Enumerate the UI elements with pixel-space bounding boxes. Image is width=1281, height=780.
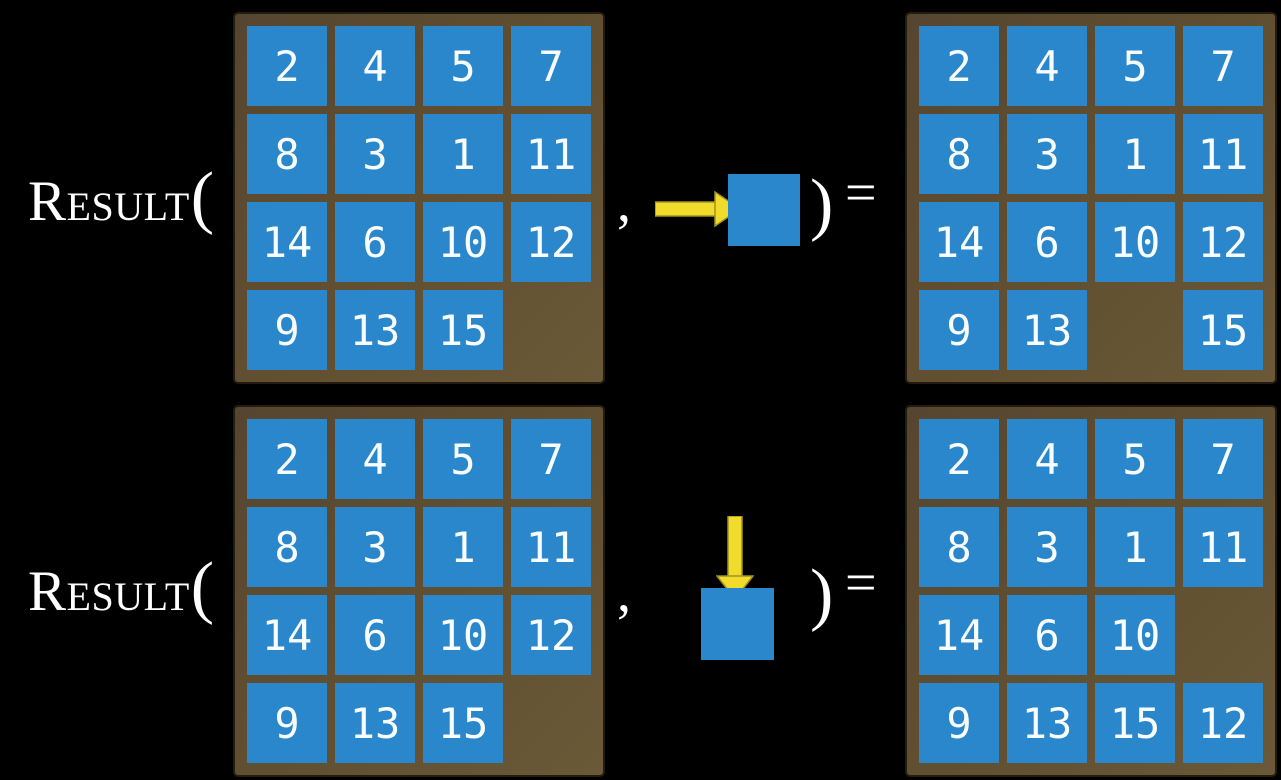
open-paren: (	[190, 549, 215, 626]
puzzle-tile: 7	[511, 419, 591, 499]
puzzle-tile: 10	[1095, 202, 1175, 282]
puzzle-tile: 4	[1007, 419, 1087, 499]
blank-tile-icon	[728, 174, 800, 246]
puzzle-tile: 2	[919, 419, 999, 499]
equals-sign: =	[845, 162, 877, 224]
puzzle-tile: 4	[335, 26, 415, 106]
puzzle-tile: 3	[335, 114, 415, 194]
puzzle-tile: 14	[247, 595, 327, 675]
arrow-right-icon	[655, 190, 740, 228]
puzzle-tile: 5	[1095, 26, 1175, 106]
puzzle-tile: 4	[335, 419, 415, 499]
function-label-example-2: Result(	[28, 548, 214, 628]
puzzle-tile: 8	[919, 507, 999, 587]
comma: ,	[617, 172, 631, 234]
puzzle-tile: 13	[1007, 290, 1087, 370]
puzzle-tile: 12	[511, 202, 591, 282]
puzzle-tile: 8	[919, 114, 999, 194]
puzzle-tile: 1	[1095, 114, 1175, 194]
puzzle-tile: 14	[247, 202, 327, 282]
puzzle-tile: 6	[1007, 202, 1087, 282]
puzzle-tile: 8	[247, 507, 327, 587]
puzzle-tile: 3	[1007, 507, 1087, 587]
puzzle-tile: 5	[423, 26, 503, 106]
puzzle-tile: 2	[247, 419, 327, 499]
close-paren: )	[810, 556, 834, 633]
function-name: Result	[28, 560, 190, 623]
puzzle-tile: 2	[247, 26, 327, 106]
puzzle-tile: 11	[511, 114, 591, 194]
puzzle-tile: 15	[1095, 683, 1175, 763]
function-name: Result	[28, 170, 190, 233]
puzzle-tile: 1	[423, 114, 503, 194]
puzzle-tile: 11	[511, 507, 591, 587]
puzzle-tile: 14	[919, 595, 999, 675]
puzzle-tile: 7	[1183, 419, 1263, 499]
empty-cell	[511, 290, 591, 370]
puzzle-tile: 7	[1183, 26, 1263, 106]
puzzle-tile: 6	[335, 595, 415, 675]
puzzle-tile: 2	[919, 26, 999, 106]
puzzle-tile: 3	[1007, 114, 1087, 194]
puzzle-tile: 11	[1183, 114, 1263, 194]
blank-tile-icon	[701, 588, 774, 660]
puzzle-tile: 13	[1007, 683, 1087, 763]
arrow-down-icon	[716, 516, 754, 600]
puzzle-tile: 4	[1007, 26, 1087, 106]
puzzle-tile: 5	[423, 419, 503, 499]
puzzle-tile: 14	[919, 202, 999, 282]
puzzle-tile: 12	[1183, 202, 1263, 282]
close-paren: )	[810, 166, 834, 243]
empty-cell	[1183, 595, 1263, 675]
puzzle-tile: 10	[1095, 595, 1175, 675]
open-paren: (	[190, 159, 215, 236]
puzzle-tile: 15	[423, 290, 503, 370]
puzzle-tile: 6	[1007, 595, 1087, 675]
puzzle-tile: 1	[1095, 507, 1175, 587]
puzzle-tile: 13	[335, 683, 415, 763]
puzzle-tile: 10	[423, 202, 503, 282]
puzzle-tile: 15	[423, 683, 503, 763]
puzzle-tile: 9	[919, 683, 999, 763]
puzzle-tile: 9	[247, 683, 327, 763]
puzzle-tile: 15	[1183, 290, 1263, 370]
puzzle-tile: 6	[335, 202, 415, 282]
puzzle-tile: 13	[335, 290, 415, 370]
equals-sign: =	[845, 552, 877, 614]
puzzle-tile: 3	[335, 507, 415, 587]
puzzle-tile: 10	[423, 595, 503, 675]
puzzle-tile: 7	[511, 26, 591, 106]
empty-cell	[1095, 290, 1175, 370]
puzzle-tile: 5	[1095, 419, 1175, 499]
function-label-example-1: Result(	[28, 158, 214, 238]
empty-cell	[511, 683, 591, 763]
puzzle-tile: 12	[1183, 683, 1263, 763]
puzzle-tile: 8	[247, 114, 327, 194]
puzzle-tile: 12	[511, 595, 591, 675]
puzzle-tile: 1	[423, 507, 503, 587]
puzzle-tile: 9	[919, 290, 999, 370]
puzzle-tile: 9	[247, 290, 327, 370]
puzzle-tile: 11	[1183, 507, 1263, 587]
comma: ,	[617, 562, 631, 624]
